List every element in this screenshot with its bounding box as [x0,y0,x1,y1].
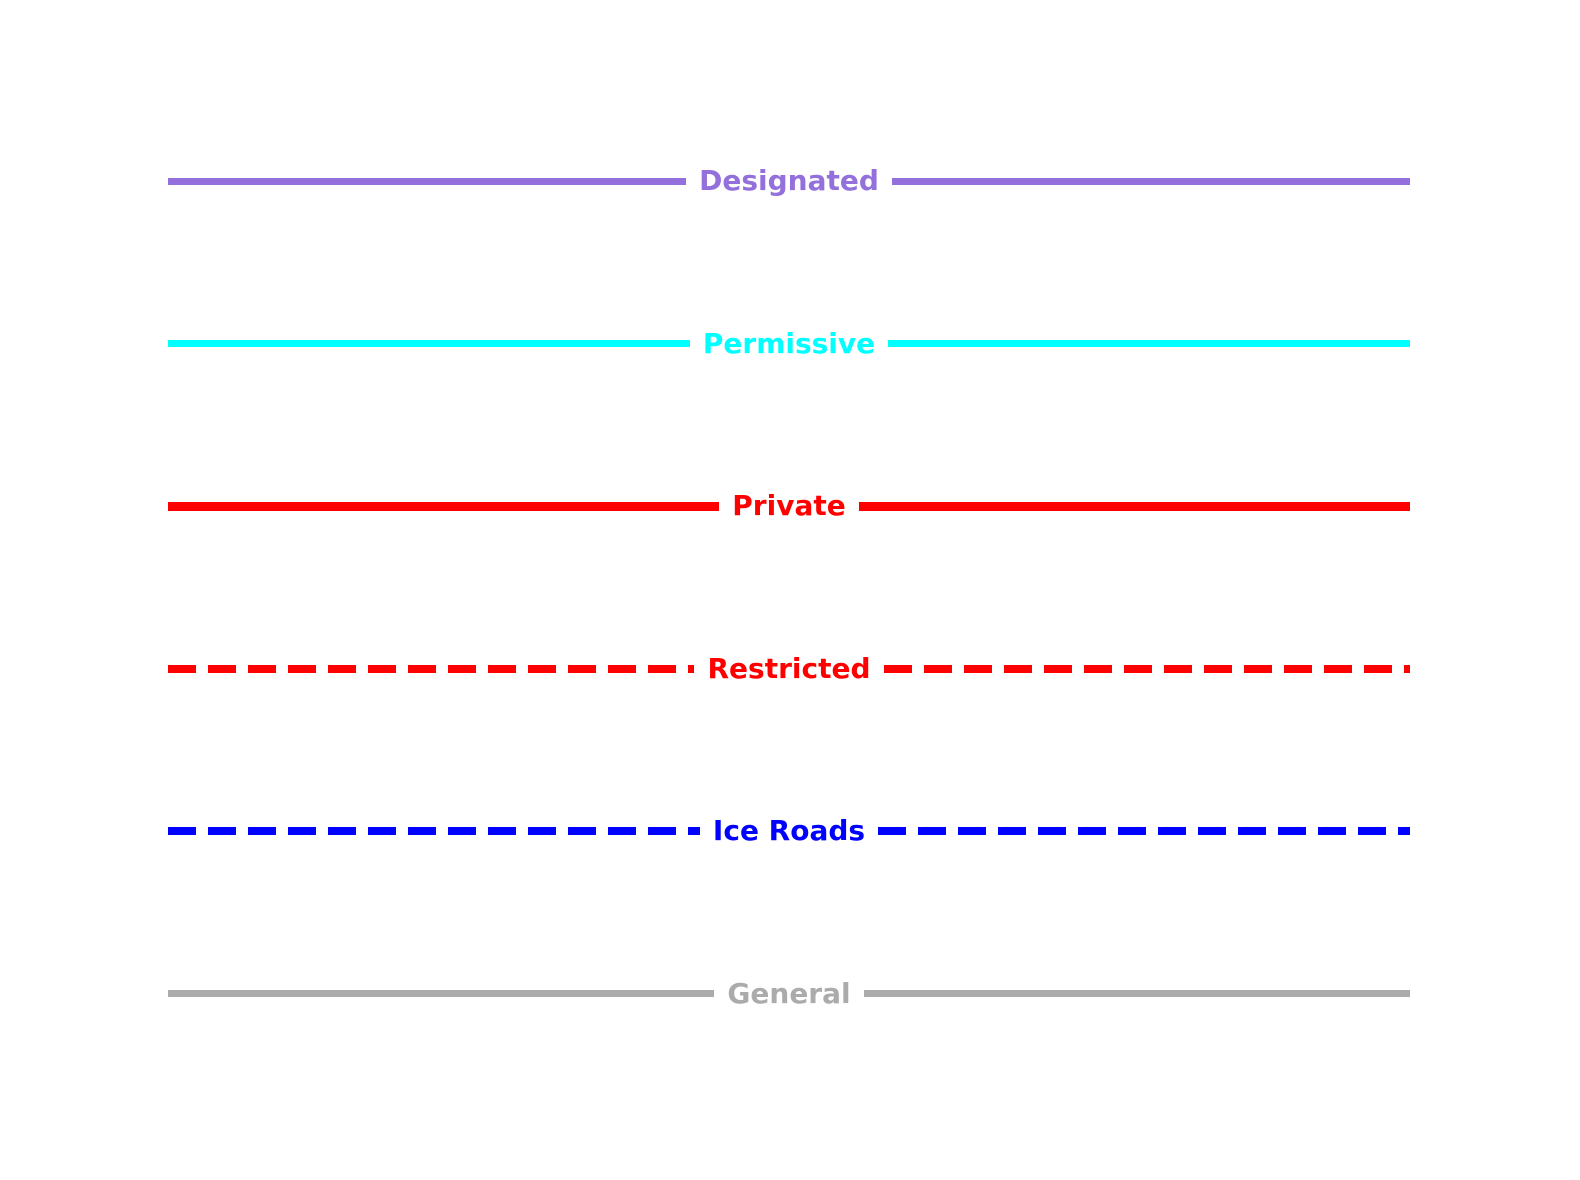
legend-label: Designated [699,164,879,197]
legend-row: General [168,974,1411,1014]
legend-line-right-segment [878,827,1410,835]
legend-line-left-segment [168,990,715,997]
legend-line-right-segment [891,177,1411,185]
legend-line-left-segment [168,827,700,835]
legend-line-left-segment [168,340,690,347]
legend-label: Ice Roads [712,814,866,847]
legend-line-right-segment [858,501,1411,511]
legend-row: Private [168,486,1411,526]
legend-label: General [727,976,851,1010]
legend-line-right-segment [888,340,1411,347]
legend-line-left-segment [168,177,687,185]
legend-line-left-segment [168,501,720,511]
legend-label: Restricted [707,651,871,685]
legend-label: Private [732,489,846,522]
legend-line-right-segment [883,664,1410,673]
legend-line-left-segment [168,664,695,673]
legend-row: Restricted [168,649,1410,689]
legend-label: Permissive [702,326,876,360]
legend-row: Permissive [168,324,1411,364]
legend-row: Designated [168,161,1411,201]
legend-row: Ice Roads [168,811,1410,851]
legend-line-right-segment [863,990,1411,997]
